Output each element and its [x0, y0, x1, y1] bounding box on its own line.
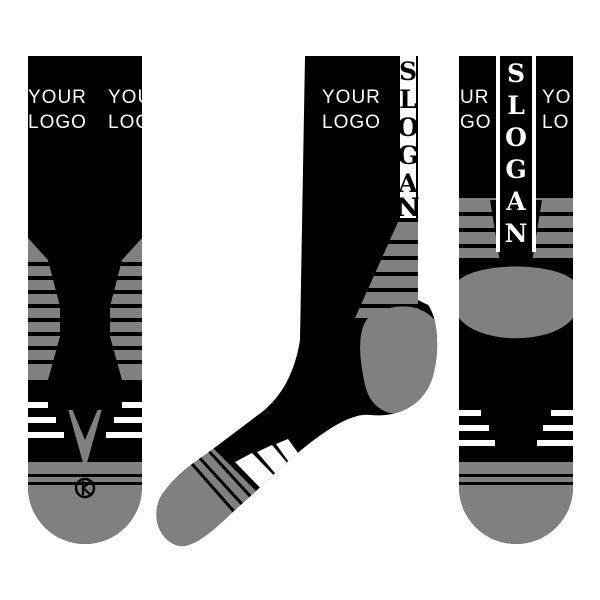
logo-line1: YOUR — [322, 87, 381, 108]
slogan-text-vertical: S L O G A N — [505, 59, 528, 248]
logo-right-line1: YOUR — [108, 87, 167, 108]
slogan-letter: S — [507, 59, 525, 88]
slogan-letter: L — [399, 85, 417, 114]
logo-right-line1: YO — [542, 87, 571, 108]
logo-left-line2: GO — [460, 112, 492, 133]
logo-left-line2: LOGO — [28, 112, 87, 133]
toe-cap — [28, 490, 142, 544]
stripe-cutouts — [28, 230, 142, 410]
logo-line2: LOGO — [322, 112, 381, 133]
white-stripes — [459, 410, 573, 446]
slogan-letter: N — [505, 219, 528, 248]
slogan-letter: G — [505, 155, 526, 184]
slogan-letter: G — [397, 141, 418, 170]
slogan-letter: S — [399, 57, 417, 86]
slogan-letter: N — [397, 193, 420, 222]
hourglass-stripes — [28, 238, 142, 470]
slogan-text-vertical: S L O G A N — [397, 57, 420, 222]
side-stripes — [355, 222, 418, 318]
logo-left-line1: UR — [460, 87, 489, 108]
heel-cap — [459, 266, 573, 339]
slogan-letter: A — [397, 169, 418, 198]
brand-monogram-icon — [74, 477, 96, 499]
logo-right-line2: LO — [542, 112, 569, 133]
sock-front-view: YOUR LOGO YOUR LOGO — [28, 56, 167, 544]
heel-cap — [360, 306, 438, 414]
white-stripes — [28, 402, 142, 438]
slogan-letter: A — [505, 187, 526, 216]
sock-body — [156, 56, 438, 547]
slogan-letter: O — [505, 123, 527, 152]
slogan-letter: O — [397, 113, 419, 142]
slogan-band — [400, 56, 416, 218]
slogan-letter: L — [507, 91, 525, 120]
sock-side-view: S L O G A N YOUR LOGO — [156, 56, 438, 547]
sock-back-view: S L O G A N UR GO YO LO — [459, 56, 573, 544]
logo-left-line1: YOUR — [28, 87, 87, 108]
toe-cap — [459, 490, 573, 544]
logo-right-line2: LOGO — [108, 112, 167, 133]
